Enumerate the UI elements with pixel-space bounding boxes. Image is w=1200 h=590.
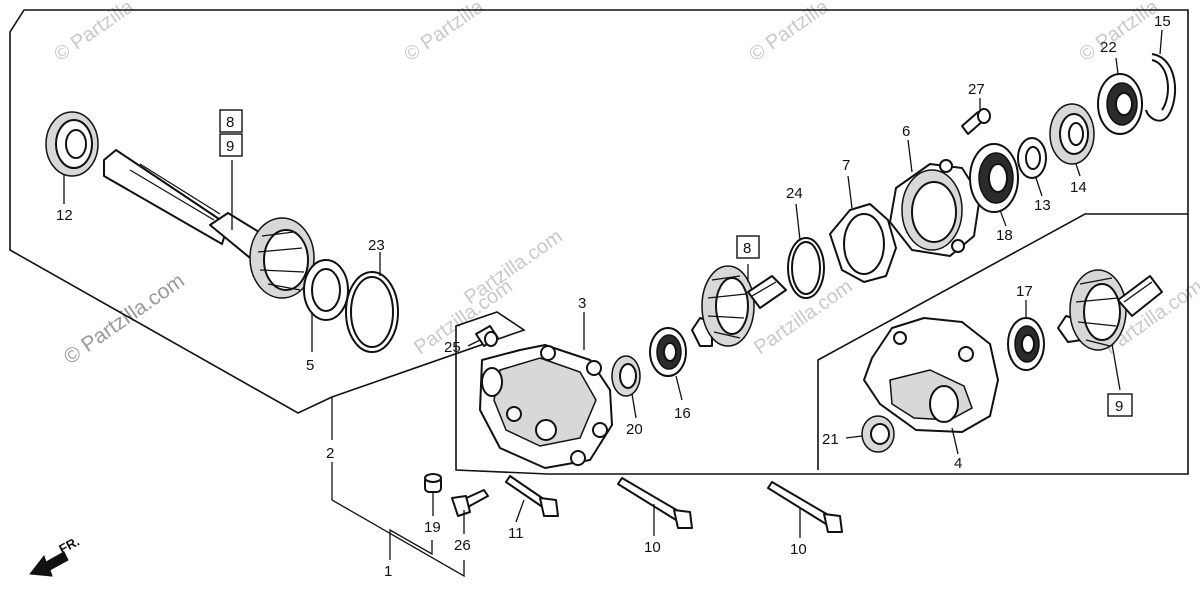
callout-13: 13	[1034, 197, 1051, 214]
callout-9-box-inset: 9	[1107, 393, 1133, 417]
callout-6: 6	[902, 123, 910, 140]
callout-4: 4	[954, 455, 962, 472]
svg-text:9: 9	[226, 138, 234, 155]
callout-23: 23	[368, 237, 385, 254]
part-17-bearing	[1007, 317, 1045, 371]
part-6-bearing-holder	[889, 159, 981, 257]
svg-text:9: 9	[1115, 398, 1123, 415]
part-23-o-ring	[345, 271, 399, 353]
callout-1: 1	[384, 563, 392, 580]
part-10-bolt-a	[617, 477, 693, 529]
callout-26: 26	[454, 537, 471, 554]
part-8-ring-gear	[691, 265, 787, 347]
part-9-pinion-gear-inset	[1057, 269, 1163, 351]
callout-12: 12	[56, 207, 73, 224]
callout-labels: 12 8 9 23 5 25 3 20 16 8 24 7 6 27 18 13…	[56, 13, 1171, 580]
part-15-circlip	[1145, 53, 1177, 122]
part-27-bolt	[961, 108, 991, 135]
callout-20: 20	[626, 421, 643, 438]
callout-17: 17	[1016, 283, 1033, 300]
inset-frame	[817, 213, 1188, 470]
watermarks: © Partzilla © Partzilla © Partzilla © Pa…	[50, 0, 1200, 369]
callout-16: 16	[674, 405, 691, 422]
part-12-oil-seal	[45, 111, 99, 177]
part-21-oil-seal	[861, 415, 895, 453]
svg-text:8: 8	[226, 114, 234, 131]
callout-5: 5	[306, 357, 314, 374]
front-arrow-icon	[29, 551, 69, 577]
front-label: FR.	[56, 534, 82, 557]
callout-21: 21	[822, 431, 839, 448]
part-13-nut	[1017, 137, 1047, 179]
callout-15: 15	[1154, 13, 1171, 30]
callout-24: 24	[786, 185, 803, 202]
callout-7: 7	[842, 157, 850, 174]
part-11-bolt	[505, 475, 559, 517]
callout-22: 22	[1100, 39, 1117, 56]
callout-19: 19	[424, 519, 441, 536]
callout-8-box-top: 8	[219, 109, 243, 133]
part-16-bearing	[649, 327, 687, 377]
part-10-bolt-b	[767, 481, 843, 533]
part-7-gasket	[829, 203, 897, 283]
front-direction-indicator: FR.	[29, 534, 82, 577]
part-25-dowel-pin	[475, 325, 499, 347]
callout-8-box-middle: 8	[736, 235, 760, 259]
callout-9-box-top: 9	[219, 133, 243, 157]
leader-lines	[63, 29, 1163, 578]
watermark-8: Partzilla.com	[460, 225, 566, 309]
watermark-large: © Partzilla.com	[60, 269, 189, 369]
part-26-bolt	[451, 489, 489, 517]
part-20-oil-seal	[611, 355, 641, 397]
part-14-oil-seal	[1049, 103, 1095, 165]
callout-3: 3	[578, 295, 586, 312]
callout-18: 18	[996, 227, 1013, 244]
callout-10-b: 10	[790, 541, 807, 558]
callout-11: 11	[508, 525, 524, 542]
callout-10-a: 10	[644, 539, 661, 556]
part-19-cap-nut	[424, 473, 442, 493]
part-3-case	[479, 344, 613, 469]
part-18-bearing	[969, 143, 1019, 213]
part-4-case	[863, 317, 999, 433]
callout-25: 25	[444, 339, 461, 356]
part-24-o-ring	[787, 237, 825, 299]
svg-text:8: 8	[743, 240, 751, 257]
callout-27: 27	[968, 81, 985, 98]
outer-frame	[9, 9, 1189, 475]
part-9-pinion-shaft	[103, 149, 315, 299]
callout-2: 2	[326, 445, 334, 462]
part-5-shim	[303, 259, 349, 321]
callout-14: 14	[1070, 179, 1087, 196]
part-22-bearing	[1097, 73, 1143, 135]
